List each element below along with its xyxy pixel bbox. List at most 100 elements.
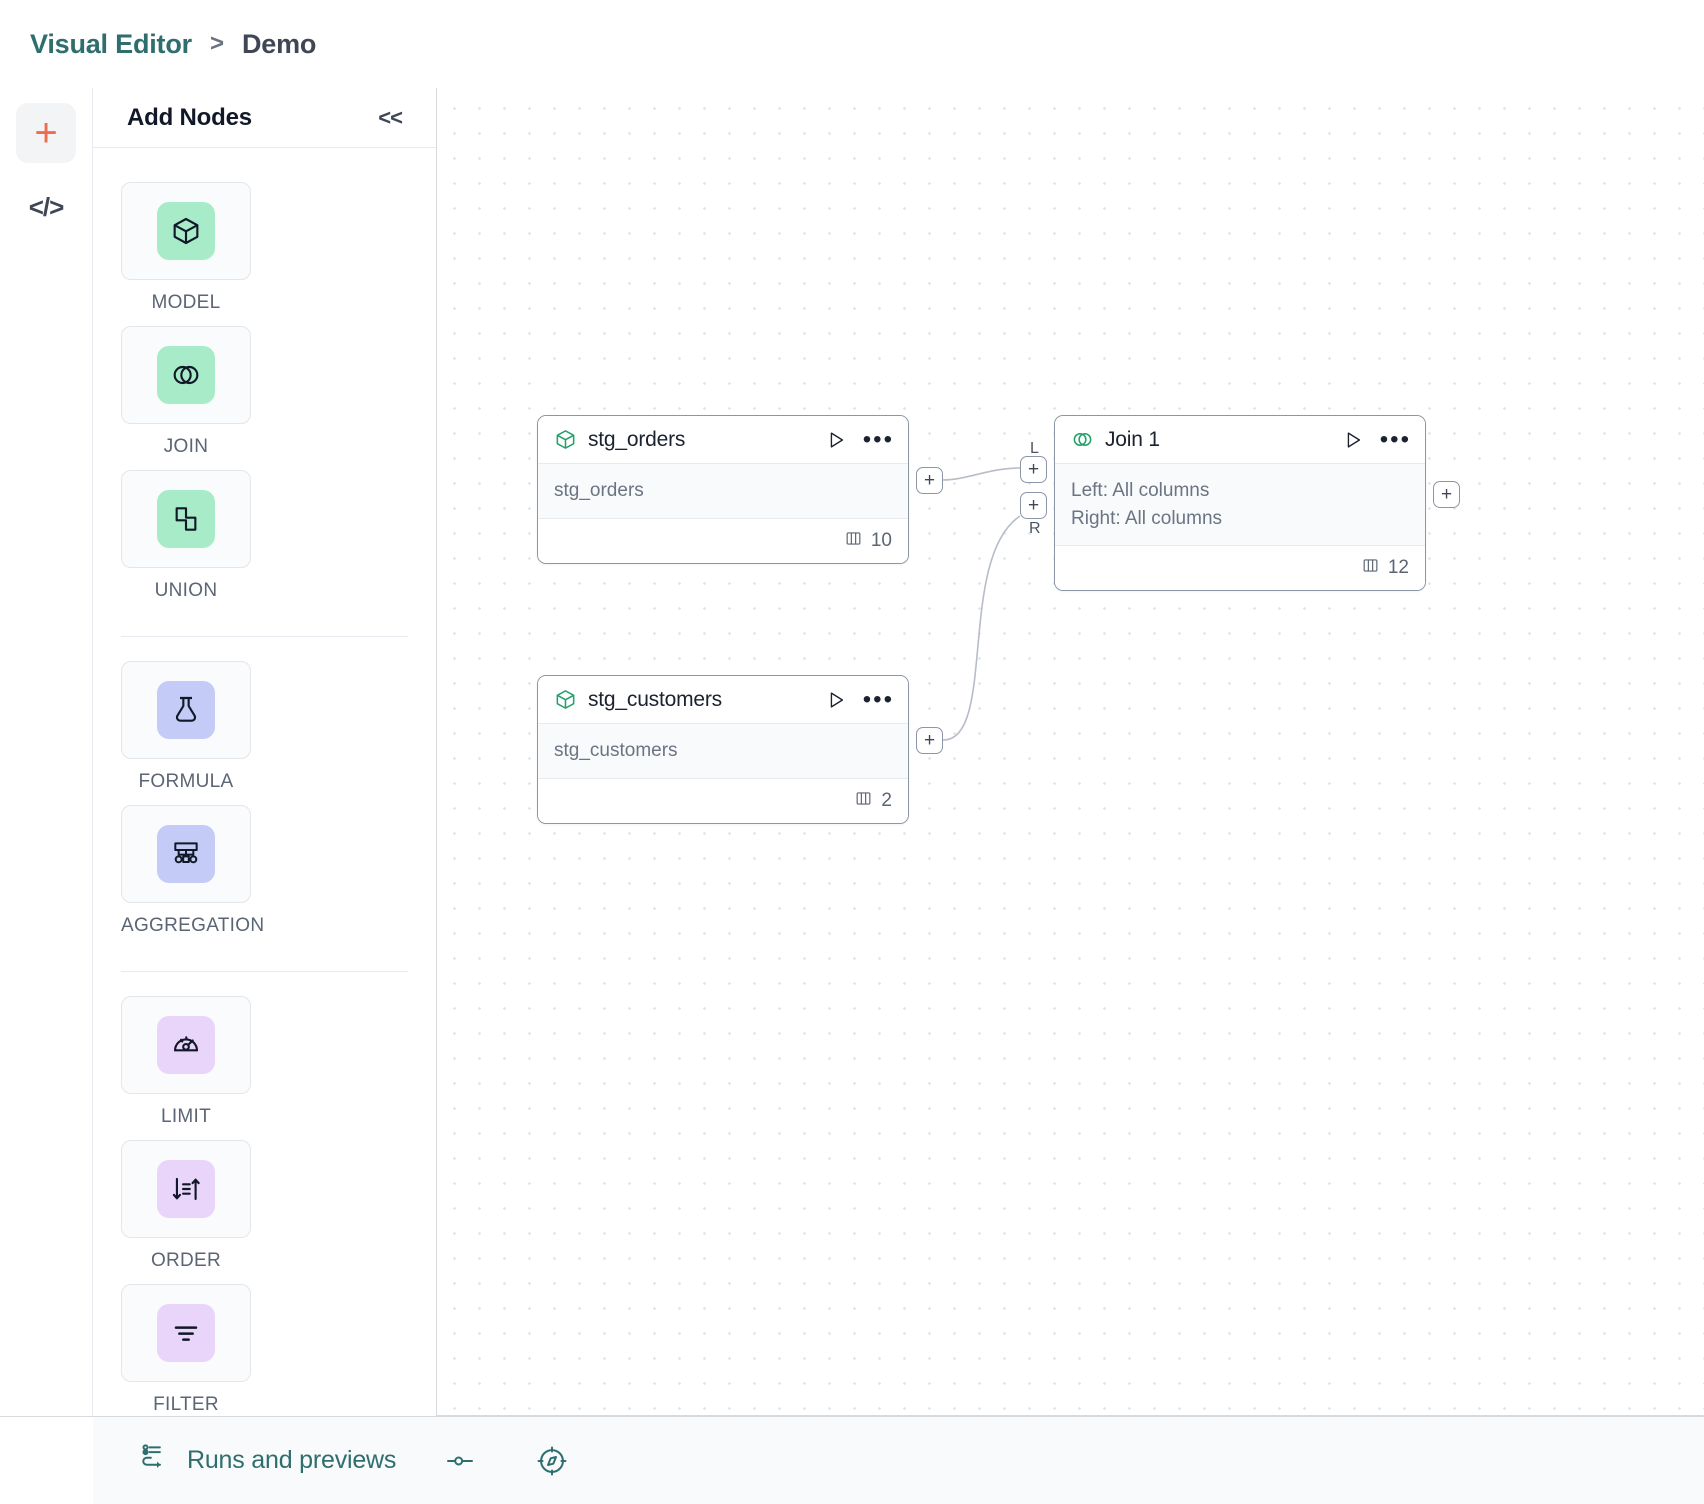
handle-join-right-input[interactable]: + — [1020, 492, 1047, 519]
palette-tile[interactable] — [121, 996, 251, 1094]
run-node-icon[interactable] — [825, 689, 847, 711]
flow-node-title: Join 1 — [1105, 427, 1160, 451]
columns-icon — [1361, 556, 1380, 580]
palette-tile[interactable] — [121, 182, 251, 280]
palette-item-union[interactable]: UNION — [121, 470, 251, 602]
node-group-refine: LIMIT ORDER — [121, 996, 408, 1428]
columns-icon — [844, 529, 863, 553]
node-more-options-icon[interactable]: ••• — [862, 685, 894, 713]
cube-icon — [554, 688, 578, 712]
breadcrumb-current-page: Demo — [241, 28, 317, 59]
palette-label: FILTER — [153, 1394, 219, 1415]
flow-node-body: Left: All columns Right: All columns — [1055, 464, 1425, 547]
left-icon-rail: + </> — [0, 88, 93, 1504]
handle-join-left-input[interactable]: + — [1020, 456, 1047, 483]
collapse-panel-icon[interactable]: << — [378, 104, 403, 130]
breadcrumb-root-link[interactable]: Visual Editor — [30, 28, 192, 59]
palette-tile[interactable] — [121, 326, 251, 424]
palette-label: FORMULA — [138, 771, 234, 792]
flow-node-title: stg_orders — [588, 427, 686, 451]
flow-node-footer: 10 — [538, 518, 908, 563]
palette-label: ORDER — [150, 1250, 222, 1271]
venn-icon — [1071, 428, 1095, 452]
flow-node-header[interactable]: Join 1 ••• — [1055, 416, 1425, 464]
palette-item-filter[interactable]: FILTER — [121, 1284, 251, 1416]
flow-node-body: stg_customers — [538, 724, 908, 779]
palette-label: JOIN — [163, 436, 209, 457]
panel-title: Add Nodes — [127, 103, 252, 131]
union-shapes-icon — [157, 490, 215, 548]
join-left-handle-tag: L — [1030, 440, 1039, 457]
node-more-options-icon[interactable]: ••• — [862, 425, 894, 453]
handle-stg-orders-output[interactable]: + — [916, 467, 943, 494]
flow-node-footer: 2 — [538, 778, 908, 823]
node-group-sources: MODEL JOIN — [121, 182, 408, 614]
palette-tile[interactable] — [121, 1140, 251, 1238]
runs-and-previews-button[interactable]: Runs and previews — [139, 1442, 396, 1479]
breadcrumb-bar: Visual Editor > Demo — [0, 0, 1704, 88]
aggregation-tree-icon — [157, 825, 215, 883]
column-count: 2 — [881, 789, 892, 811]
node-group-transforms: FORMULA AGGREGATION — [121, 661, 408, 949]
palette-item-limit[interactable]: LIMIT — [121, 996, 251, 1128]
column-count: 10 — [870, 529, 892, 551]
node-more-options-icon[interactable]: ••• — [1379, 425, 1411, 453]
run-node-icon[interactable] — [1342, 429, 1364, 451]
cube-icon — [157, 202, 215, 260]
flask-icon — [157, 681, 215, 739]
palette-item-aggregation[interactable]: AGGREGATION — [121, 805, 265, 937]
flow-node-stg-orders[interactable]: stg_orders ••• stg_orders 10 — [537, 415, 909, 564]
palette-divider — [121, 971, 408, 972]
add-node-rail-button[interactable]: + — [16, 103, 76, 163]
flow-node-title: stg_customers — [588, 687, 722, 711]
columns-icon — [854, 789, 873, 813]
sort-arrows-icon — [157, 1160, 215, 1218]
filter-lines-icon — [157, 1304, 215, 1362]
flow-node-body: stg_orders — [538, 464, 908, 519]
palette-label: MODEL — [151, 292, 221, 313]
palette-item-join[interactable]: JOIN — [121, 326, 251, 458]
handle-join-output[interactable]: + — [1433, 481, 1460, 508]
flow-node-join-1[interactable]: Join 1 ••• Left: All columns Right: All … — [1054, 415, 1426, 592]
compass-icon[interactable] — [536, 1445, 568, 1477]
flow-node-stg-customers[interactable]: stg_customers ••• stg_customers 2 — [537, 675, 909, 824]
join-right-handle-tag: R — [1029, 520, 1041, 537]
flow-node-body-line: Right: All columns — [1071, 507, 1223, 529]
flow-canvas[interactable]: stg_orders ••• stg_orders 10 — [437, 88, 1704, 1416]
add-nodes-panel: Add Nodes << MODEL — [93, 88, 437, 1416]
palette-label: UNION — [154, 580, 218, 601]
slider-icon[interactable] — [444, 1445, 476, 1477]
palette-item-order[interactable]: ORDER — [121, 1140, 251, 1272]
edge-orders-to-join-left — [942, 467, 1021, 481]
handle-stg-customers-output[interactable]: + — [916, 727, 943, 754]
code-icon: </> — [28, 191, 65, 222]
palette-tile[interactable] — [121, 1284, 251, 1382]
gauge-icon — [157, 1016, 215, 1074]
palette-tile[interactable] — [121, 470, 251, 568]
add-nodes-panel-body: MODEL JOIN — [93, 148, 436, 1428]
flow-node-header[interactable]: stg_customers ••• — [538, 676, 908, 724]
palette-tile[interactable] — [121, 805, 251, 903]
flow-node-body-line: Left: All columns — [1071, 480, 1210, 501]
palette-label: LIMIT — [160, 1106, 212, 1127]
palette-tile[interactable] — [121, 661, 251, 759]
palette-label: AGGREGATION — [121, 915, 265, 936]
palette-item-formula[interactable]: FORMULA — [121, 661, 251, 793]
breadcrumb-separator: > — [209, 30, 224, 57]
column-count: 12 — [1387, 557, 1409, 579]
run-node-icon[interactable] — [825, 429, 847, 451]
plus-icon: + — [34, 111, 58, 155]
add-nodes-panel-header: Add Nodes << — [93, 88, 436, 148]
palette-item-model[interactable]: MODEL — [121, 182, 251, 314]
code-view-rail-button[interactable]: </> — [16, 177, 76, 237]
edge-customers-to-join-right — [942, 515, 1021, 741]
flow-node-header[interactable]: stg_orders ••• — [538, 416, 908, 464]
flow-run-icon — [139, 1442, 169, 1479]
flow-node-body-line: stg_orders — [554, 480, 644, 501]
runs-and-previews-label: Runs and previews — [187, 1446, 397, 1474]
cube-icon — [554, 428, 578, 452]
flow-node-body-line: stg_customers — [554, 740, 678, 761]
palette-divider — [121, 636, 408, 637]
venn-icon — [157, 346, 215, 404]
bottom-toolbar: Runs and previews — [93, 1416, 1704, 1504]
